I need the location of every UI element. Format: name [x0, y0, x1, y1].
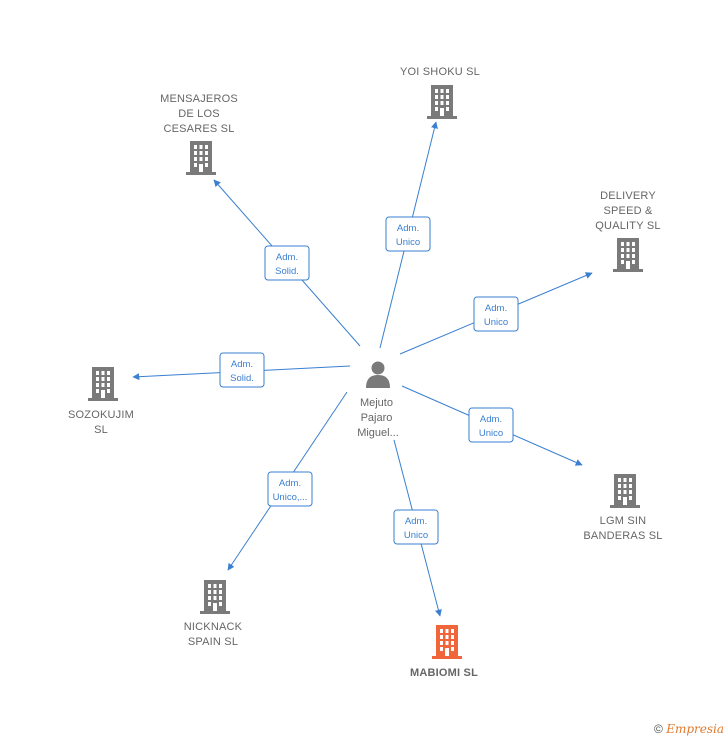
building-icon: [613, 238, 643, 272]
building-icon: [427, 85, 457, 119]
company-node-yoi-shoku[interactable]: YOI SHOKU SL: [400, 66, 480, 119]
brand-logo-text: Empresia: [666, 722, 724, 736]
company-name: YOI SHOKU SL: [400, 66, 480, 78]
person-name: Mejuto Pajaro Miguel...: [357, 397, 399, 439]
company-node-mabiomi[interactable]: MABIOMI SL: [410, 625, 478, 679]
edge-role-label-mensajeros[interactable]: Adm.Solid.: [264, 245, 310, 281]
svg-text:Adm.Solid.: Adm.Solid.: [275, 252, 299, 277]
edge-role-label-mabiomi[interactable]: Adm.Unico: [393, 509, 439, 545]
edge-role-label-yoi-shoku[interactable]: Adm.Unico: [385, 216, 431, 252]
svg-text:Adm.Unico: Adm.Unico: [396, 223, 420, 248]
building-icon: [610, 474, 640, 508]
person-icon: [366, 361, 390, 388]
building-icon: [88, 367, 118, 401]
person-node[interactable]: Mejuto Pajaro Miguel...: [357, 361, 399, 440]
footer-brand: © Empresia: [654, 722, 724, 736]
svg-text:Adm.Solid.: Adm.Solid.: [230, 359, 254, 384]
copyright-symbol: ©: [654, 722, 663, 736]
svg-text:Adm.Unico: Adm.Unico: [479, 414, 503, 439]
edge-role-label-sozokujim[interactable]: Adm.Solid.: [219, 352, 265, 388]
edge-role-label-lgm[interactable]: Adm.Unico: [468, 407, 514, 443]
svg-text:Adm.Unico,...: Adm.Unico,...: [273, 478, 308, 503]
svg-text:Adm.Unico: Adm.Unico: [404, 516, 428, 541]
company-name: MABIOMI SL: [410, 667, 478, 679]
building-icon: [432, 625, 462, 659]
building-icon: [186, 141, 216, 175]
edges: Adm.UnicoAdm.Solid.Adm.UnicoAdm.Solid.Ad…: [132, 121, 593, 617]
edge-role-label-delivery[interactable]: Adm.Unico: [473, 296, 519, 332]
edge-role-label-nicknack[interactable]: Adm.Unico,...: [267, 471, 313, 507]
building-icon: [200, 580, 230, 614]
svg-text:Adm.Unico: Adm.Unico: [484, 303, 508, 328]
